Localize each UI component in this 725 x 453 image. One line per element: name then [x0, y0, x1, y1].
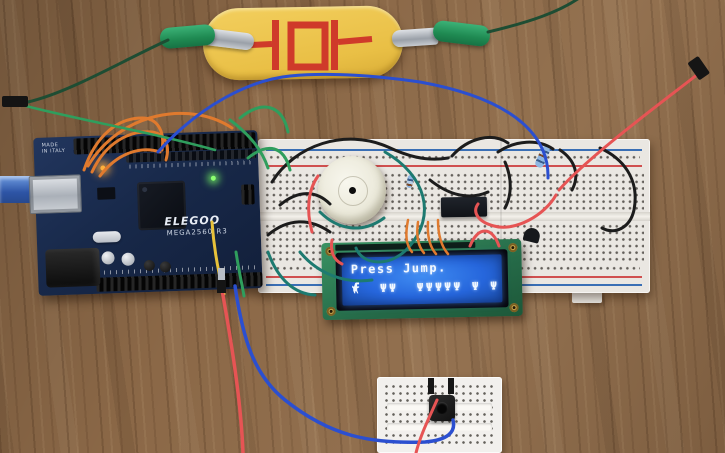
icsp-header [241, 184, 255, 205]
wire-dark-green-left-clip [26, 38, 170, 104]
wire-dark-green-right-clip [486, 0, 579, 34]
lcd-glyph-space [360, 282, 369, 296]
wire-red-long [220, 288, 245, 453]
power-led [100, 165, 106, 171]
lcd-glyph-dino [351, 282, 360, 296]
jumper-housing [2, 96, 28, 107]
piezo-buzzer [318, 156, 386, 224]
clip-handle [431, 19, 492, 48]
lcd-mounting-hole [325, 246, 335, 257]
lcd-glyph-space [397, 281, 406, 295]
red-rail-line [266, 165, 642, 167]
mini-breadboard-slot [387, 423, 492, 431]
ic-chip [440, 196, 488, 218]
lcd-glyph-cactus: Ψ [490, 279, 498, 293]
breadboard-tab [572, 291, 602, 303]
lcd-glyph-cactus: Ψ [453, 280, 461, 294]
lcd-line1: Press Jump. [350, 260, 447, 277]
lcd-glyph-cactus: Ψ [434, 280, 442, 294]
lcd-mounting-hole [509, 302, 519, 313]
capacitor [121, 252, 135, 266]
status-led [210, 175, 216, 181]
lcd-glyph-space [369, 282, 378, 296]
lcd-mounting-hole [326, 306, 336, 317]
usb-interface-chip [97, 187, 116, 200]
lcd-glyph-space [480, 280, 489, 294]
lcd-glyph-space [406, 281, 415, 295]
lcd-glyph-cactus: Ψ [444, 280, 452, 294]
rail-holes [268, 154, 640, 162]
wire-green [238, 105, 290, 134]
buzzer-hole [349, 187, 356, 194]
lcd-glyph-cactus: Ψ [425, 280, 433, 294]
push-button [429, 395, 455, 421]
usb-port [28, 174, 82, 215]
made-in-italy-label: MADE IN ITALY [41, 142, 66, 155]
lcd-mounting-hole [508, 242, 518, 253]
lcd-glyph-cactus: Ψ [389, 281, 396, 295]
power-jack [45, 247, 101, 288]
lcd-glyph-cactus: Ψ [471, 279, 479, 293]
capacitor [101, 251, 115, 265]
clip-jaw [391, 27, 439, 48]
crystal-oscillator [92, 230, 121, 243]
board-model-label: MEGA2560 R3 [166, 227, 228, 238]
jumper-housing [688, 56, 710, 80]
arduino-board: ELEGOO MEGA2560 R3 MADE IN ITALY [28, 130, 263, 296]
blue-rail-line [266, 149, 642, 151]
lcd-glyph-cactus: Ψ [416, 280, 424, 295]
lcd-glyph-cactus: Ψ [379, 281, 387, 295]
lcd-glyph-space [461, 280, 470, 294]
mini-breadboard [377, 377, 502, 453]
bottom-pin-header [96, 272, 263, 292]
elegoo-logo: ELEGOO [164, 213, 221, 229]
